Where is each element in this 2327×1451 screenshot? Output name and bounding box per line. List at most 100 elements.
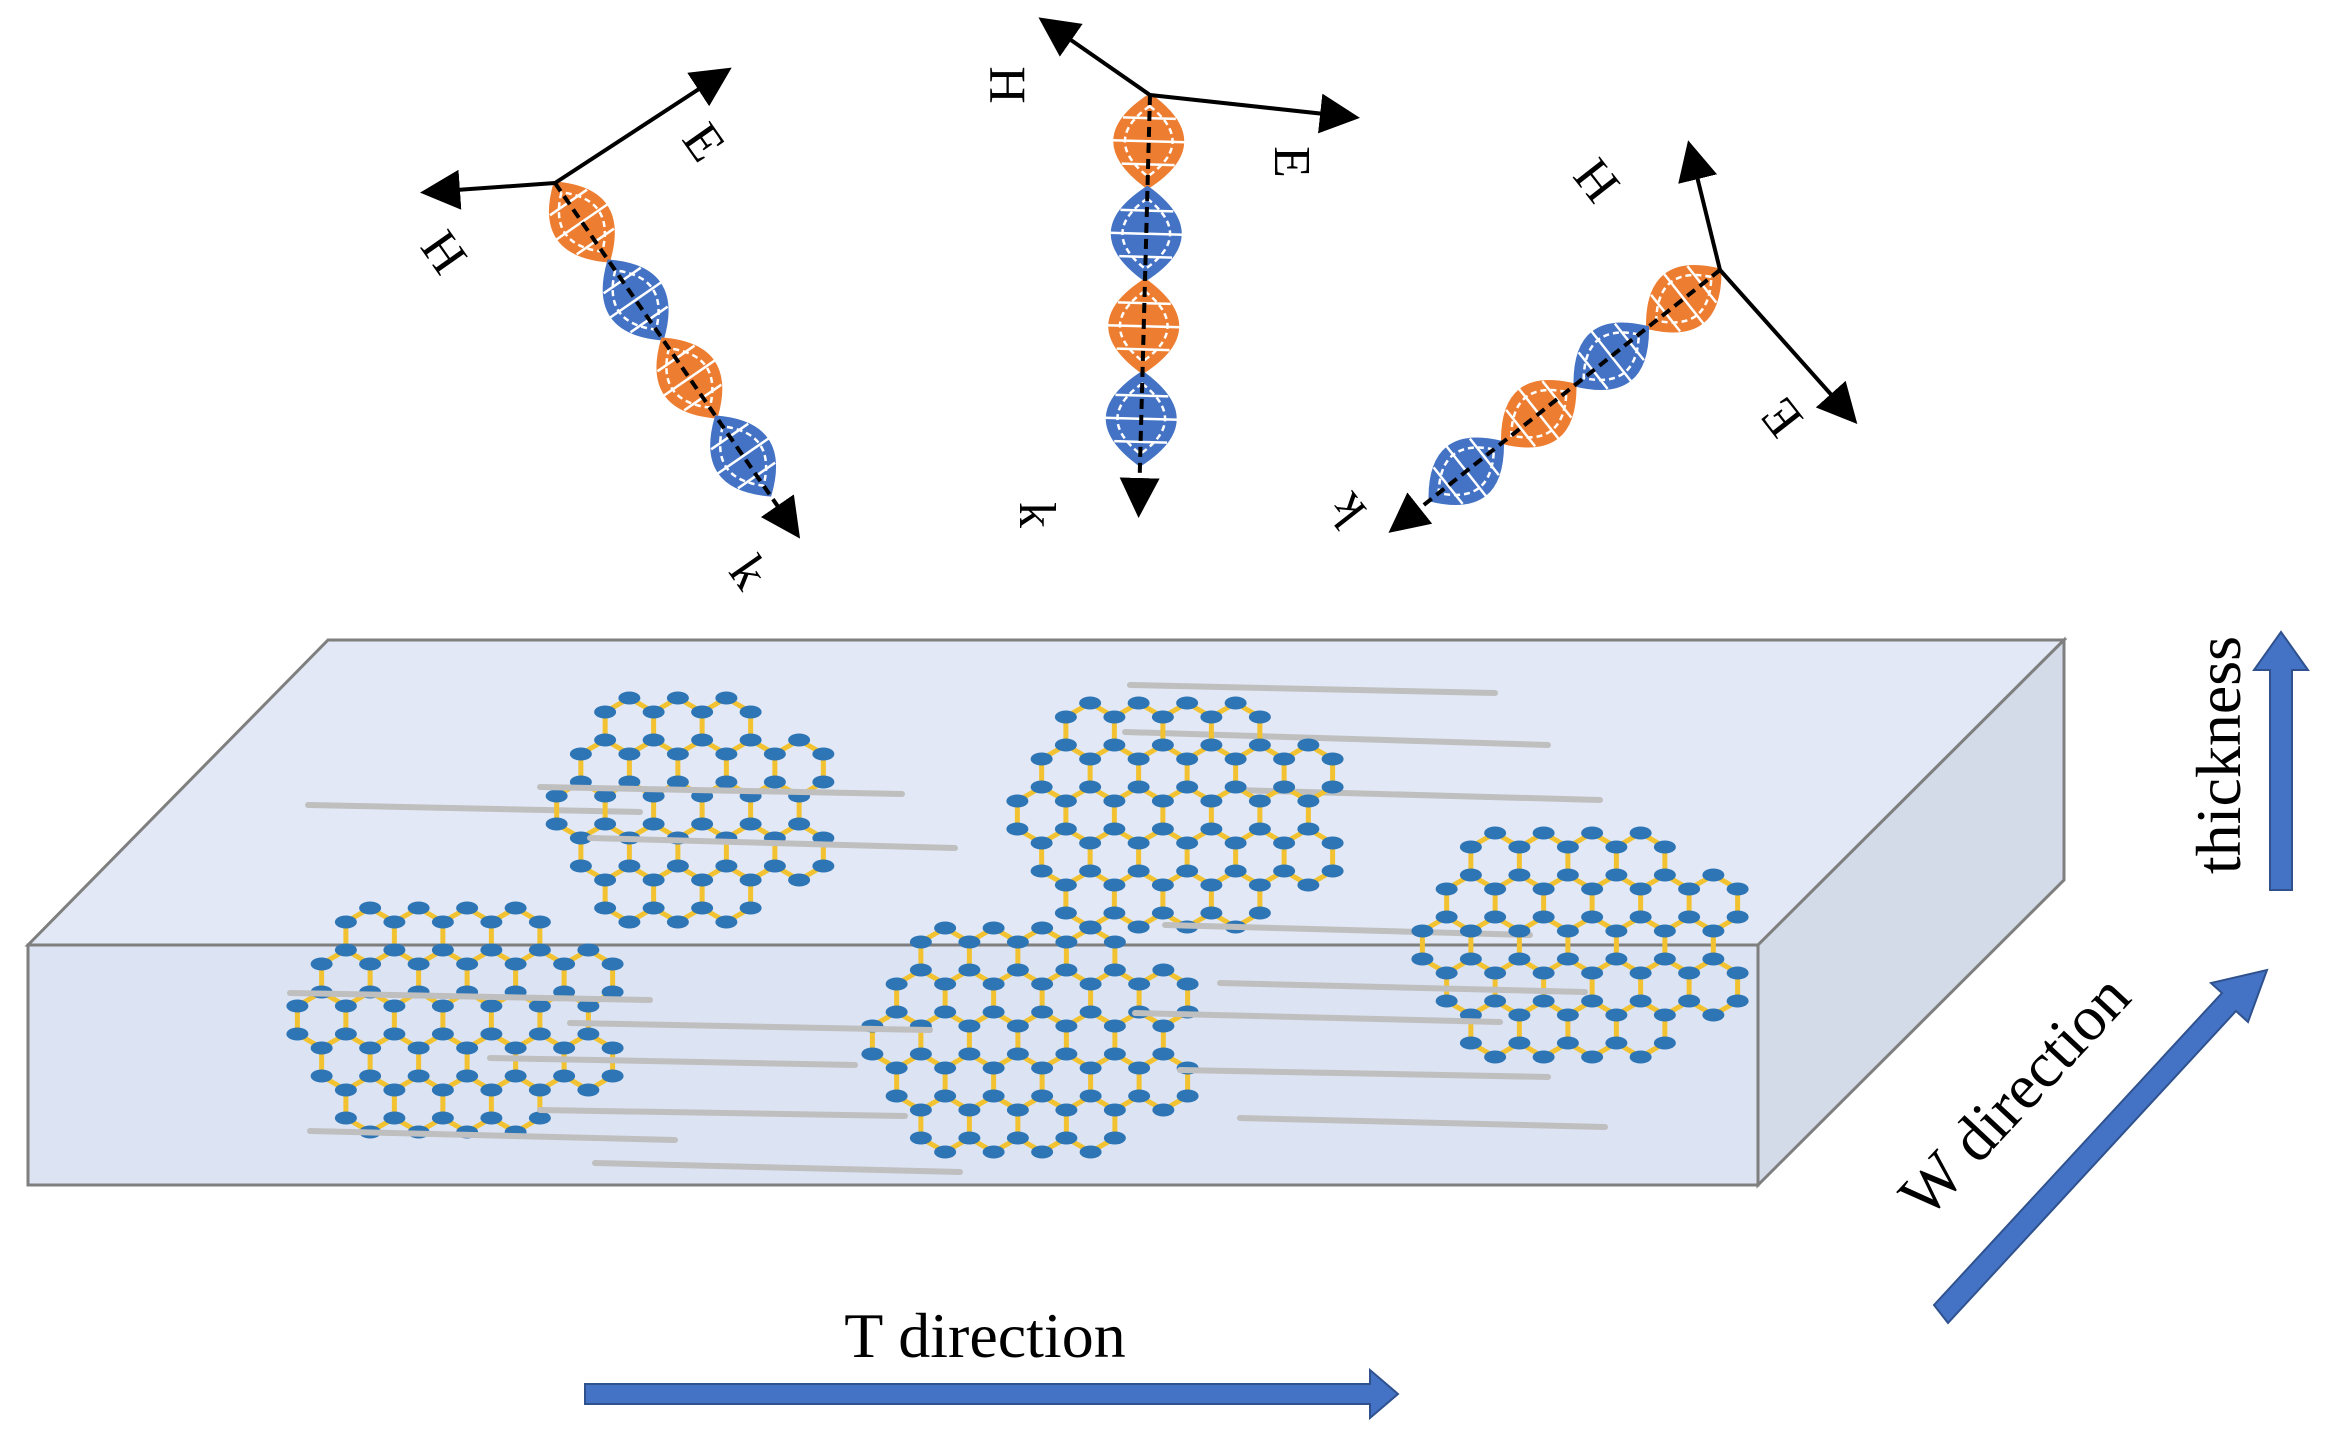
- graphene-atom: [431, 1027, 454, 1041]
- graphene-atom: [788, 817, 811, 831]
- graphene-atom: [1273, 780, 1296, 794]
- graphene-atom: [1678, 994, 1701, 1008]
- graphene-atom: [1321, 780, 1344, 794]
- graphene-atom: [1459, 924, 1482, 938]
- graphene-atom: [528, 1083, 551, 1097]
- graphene-atom: [359, 1041, 382, 1055]
- field-vector: [1114, 439, 1168, 444]
- graphene-atom: [456, 957, 479, 971]
- graphene-atom: [1605, 840, 1628, 854]
- graphene-atom: [1151, 794, 1174, 808]
- graphene-atom: [1031, 1061, 1054, 1075]
- graphene-atom: [1629, 994, 1652, 1008]
- e-label: E: [671, 113, 736, 172]
- graphene-atom: [934, 1061, 957, 1075]
- graphene-atom: [1200, 906, 1223, 920]
- graphene-atom: [1248, 878, 1271, 892]
- nanowire-icon: [537, 784, 905, 797]
- graphene-atom: [691, 705, 714, 719]
- graphene-atom: [885, 977, 908, 991]
- graphene-atom: [1103, 710, 1126, 724]
- graphene-atom: [310, 957, 333, 971]
- graphene-atom: [1556, 840, 1579, 854]
- graphene-atom: [1532, 1050, 1555, 1064]
- graphene-atom: [1459, 952, 1482, 966]
- graphene-atom: [909, 1131, 932, 1145]
- graphene-atom: [1248, 738, 1271, 752]
- graphene-atom: [958, 963, 981, 977]
- graphene-atom: [577, 943, 600, 957]
- graphene-atom: [958, 1019, 981, 1033]
- composite-slab: [24, 636, 2068, 1189]
- field-vector: [1589, 329, 1633, 383]
- graphene-atom: [1653, 924, 1676, 938]
- graphene-atom: [1273, 836, 1296, 850]
- graphene-atom: [788, 873, 811, 887]
- graphene-atom: [618, 691, 641, 705]
- graphene-atom: [1176, 836, 1199, 850]
- graphene-atom: [1054, 794, 1077, 808]
- graphene-atom: [618, 775, 641, 789]
- graphene-atom: [1484, 966, 1507, 980]
- graphene-atom: [407, 1041, 430, 1055]
- graphene-atom: [1006, 822, 1029, 836]
- graphene-atom: [1605, 1008, 1628, 1022]
- graphene-atom: [504, 957, 527, 971]
- graphene-atom: [739, 901, 762, 915]
- graphene-atom: [286, 1027, 309, 1041]
- graphene-atom: [286, 999, 309, 1013]
- graphene-atom: [1224, 752, 1247, 766]
- field-vector: [1111, 138, 1187, 144]
- direction-arrow-icon: [1932, 968, 2269, 1325]
- e-label: E: [1750, 387, 1814, 447]
- field-vector: [662, 358, 717, 398]
- graphene-atom: [691, 733, 714, 747]
- nanowire-icon: [592, 1160, 963, 1175]
- graphene-atom: [1127, 920, 1150, 934]
- graphene-atom: [594, 873, 617, 887]
- h-label: H: [409, 221, 477, 284]
- graphene-atom: [691, 873, 714, 887]
- graphene-atom: [1054, 738, 1077, 752]
- graphene-atom: [569, 747, 592, 761]
- graphene-atom: [1248, 710, 1271, 724]
- graphene-atom: [909, 1047, 932, 1061]
- graphene-atom: [1556, 952, 1579, 966]
- graphene-atom: [618, 915, 641, 929]
- field-vector: [1115, 393, 1169, 398]
- graphene-atom: [739, 705, 762, 719]
- graphene-atom: [528, 1111, 551, 1125]
- graphene-atom: [334, 1083, 357, 1097]
- k-vector-arrow: [1119, 94, 1160, 518]
- graphene-atom: [909, 935, 932, 949]
- em-wave-icon: EHk: [1317, 140, 1858, 538]
- graphene-atom: [383, 1111, 406, 1125]
- graphene-atom: [1152, 1103, 1175, 1117]
- graphene-atom: [982, 1005, 1005, 1019]
- graphene-atom: [1459, 840, 1482, 854]
- graphene-atom: [885, 1005, 908, 1019]
- field-vector: [554, 202, 609, 242]
- graphene-atom: [1321, 836, 1344, 850]
- graphene-atom: [1127, 696, 1150, 710]
- e-vector-arrow: [1718, 268, 1858, 424]
- graphene-atom: [383, 999, 406, 1013]
- graphene-atom: [739, 873, 762, 887]
- graphene-atom: [885, 1061, 908, 1075]
- graphene-atom: [1103, 822, 1126, 836]
- graphene-atom: [1581, 966, 1604, 980]
- graphene-atom: [601, 985, 624, 999]
- graphene-atom: [763, 747, 786, 761]
- graphene-atom: [1508, 868, 1531, 882]
- em-wave-icon: EHk: [978, 17, 1360, 528]
- graphene-atom: [642, 901, 665, 915]
- graphene-atom: [1103, 963, 1126, 977]
- graphene-atom: [1678, 910, 1701, 924]
- graphene-atom: [1079, 977, 1102, 991]
- graphene-atom: [958, 935, 981, 949]
- graphene-atom: [334, 1027, 357, 1041]
- graphene-atom: [1079, 1145, 1102, 1159]
- graphene-atom: [1508, 840, 1531, 854]
- graphene-atom: [383, 1083, 406, 1097]
- graphene-atom: [982, 1061, 1005, 1075]
